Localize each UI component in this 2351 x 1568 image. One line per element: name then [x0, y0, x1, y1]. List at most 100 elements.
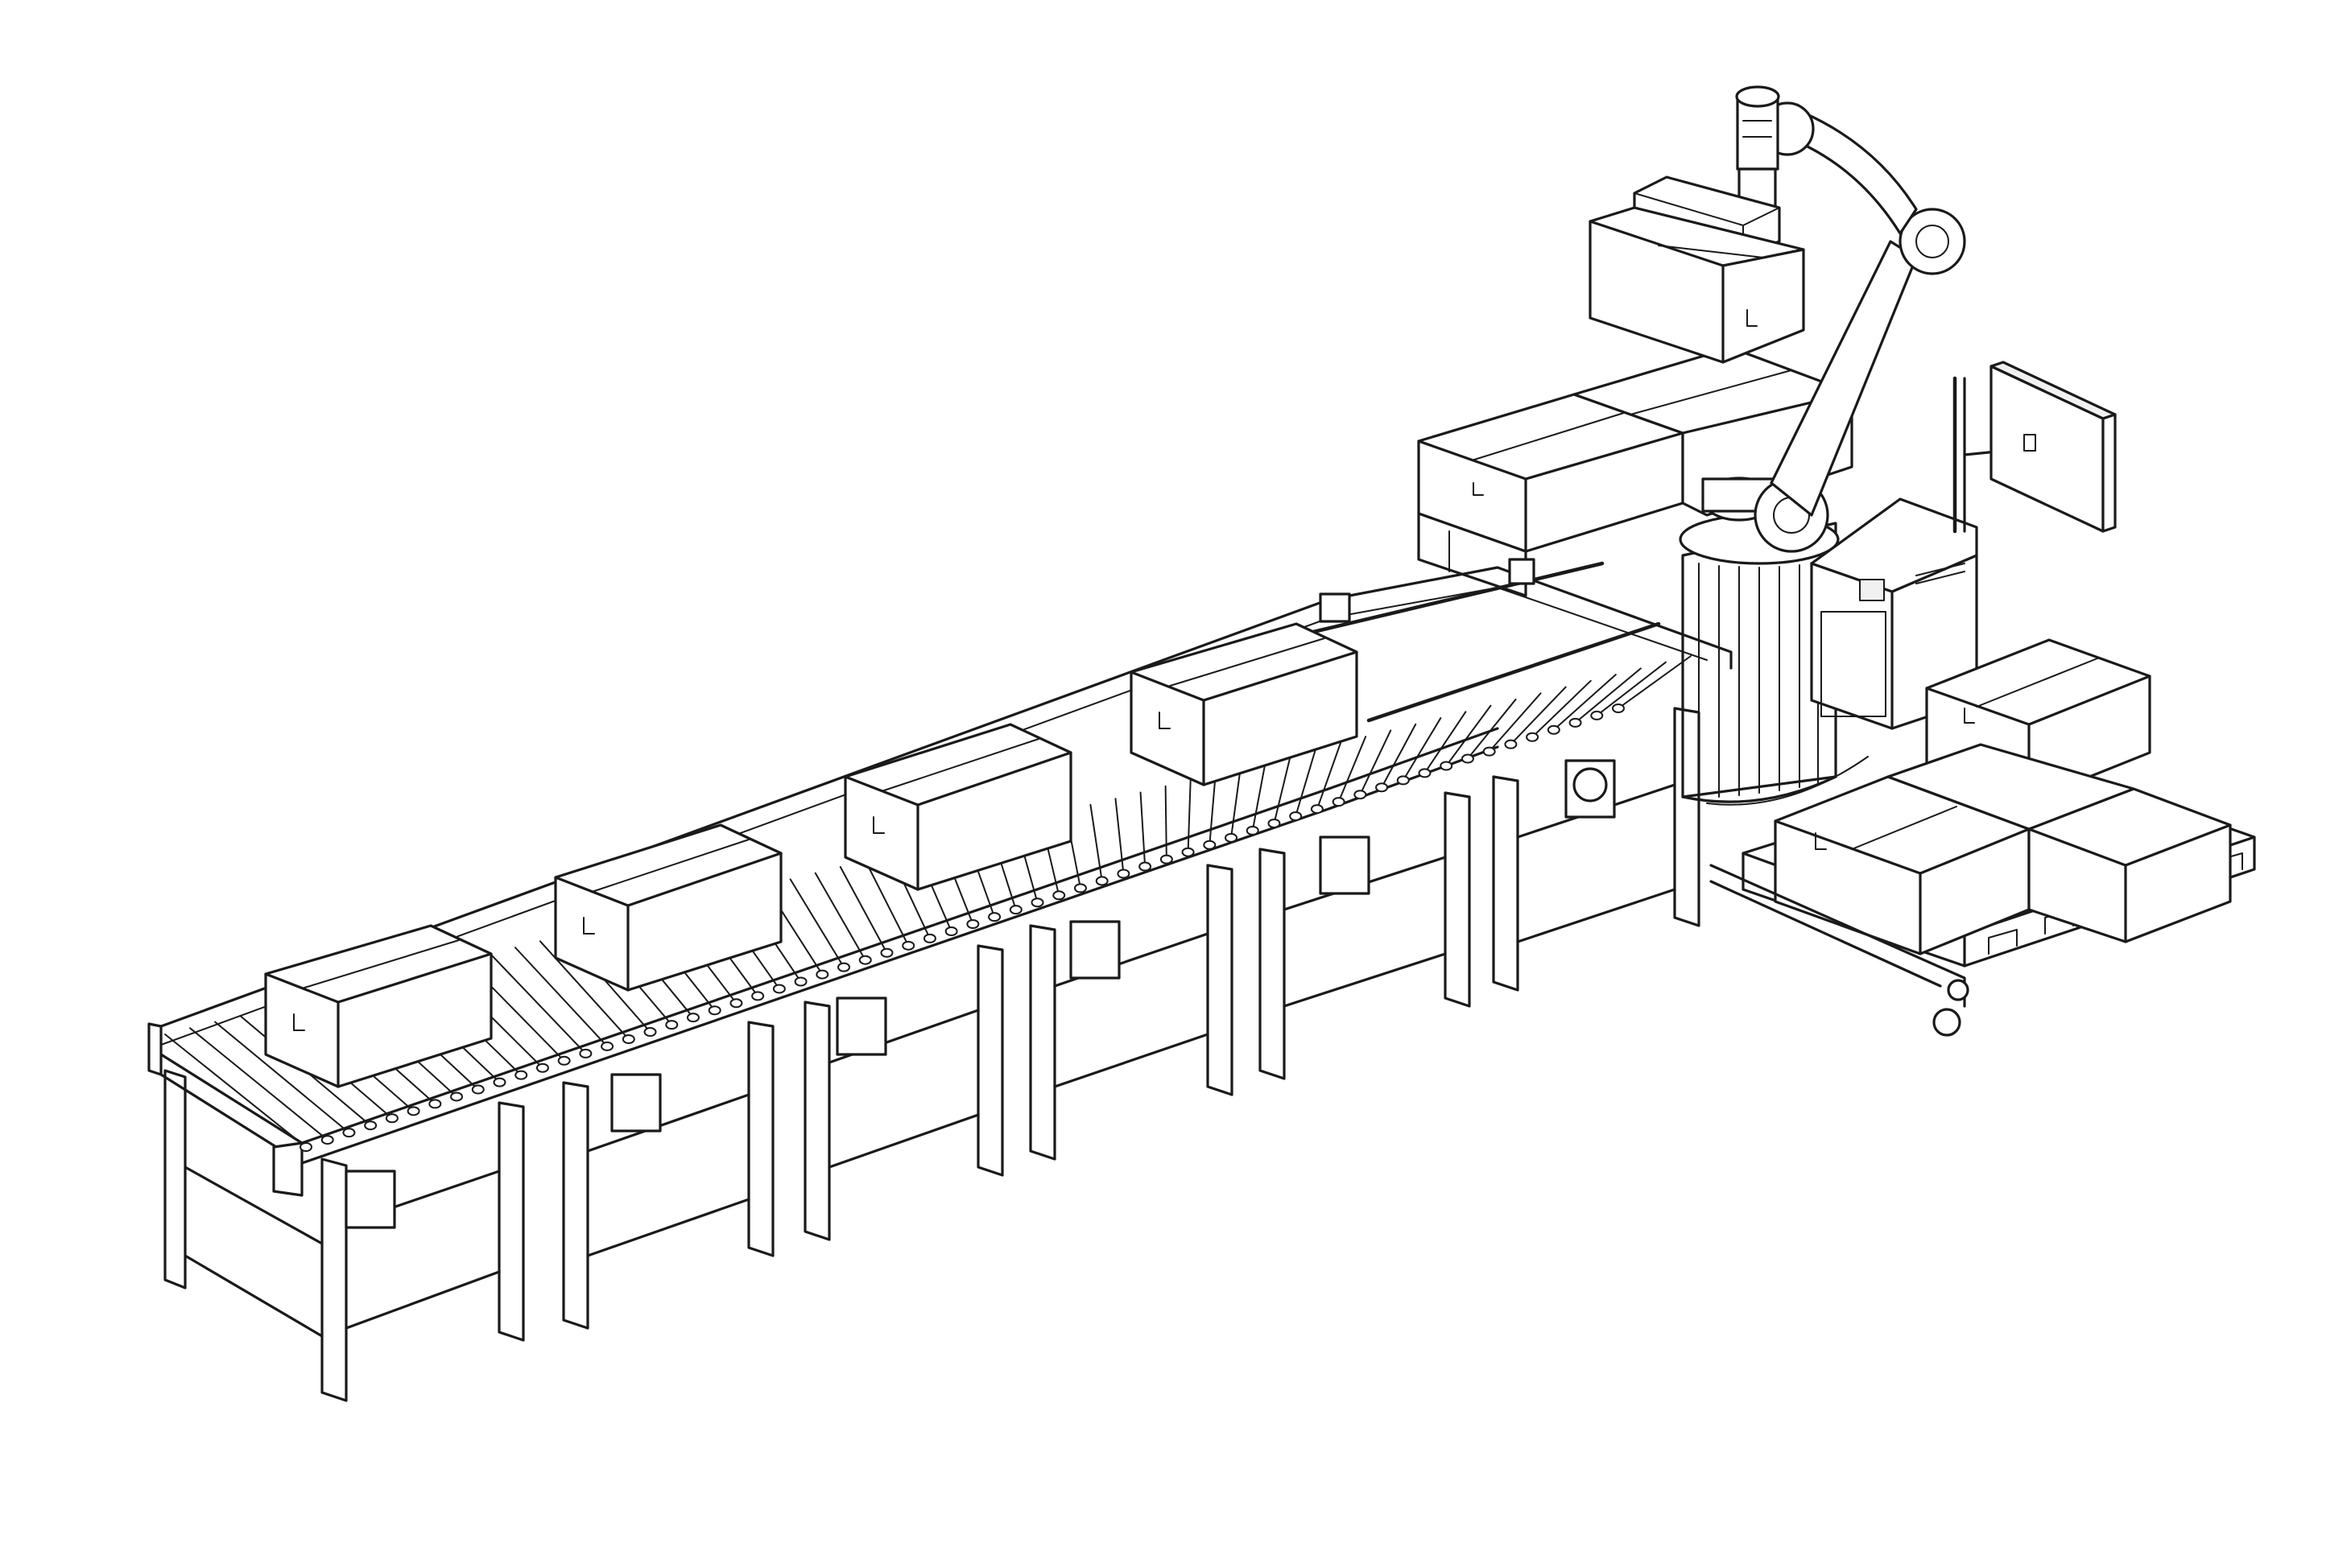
roller-end-cap — [407, 1106, 420, 1116]
conveyor-roller — [1445, 704, 1492, 767]
conveyor-roller — [1251, 760, 1266, 831]
roller-end-cap — [1138, 861, 1152, 872]
roller-end-cap — [1225, 832, 1238, 843]
roller-end-cap — [1117, 869, 1130, 879]
carton-on-conveyor-2 — [554, 823, 783, 992]
roller-end-cap — [622, 1034, 635, 1044]
conveyor-roller — [1402, 717, 1442, 782]
roller-end-cap — [364, 1120, 378, 1131]
roller-end-cap — [1568, 717, 1582, 728]
conveyor-roller — [1273, 754, 1291, 824]
roller-end-cap — [320, 1135, 334, 1145]
stacked-carton-back-3 — [1417, 512, 1527, 597]
conveyor-roller — [1618, 655, 1692, 709]
conveyor-roller — [1552, 674, 1617, 731]
carton-on-conveyor-3 — [844, 723, 1072, 891]
conveyor-roller — [864, 860, 910, 947]
roller-end-cap — [1418, 768, 1432, 778]
roller-end-cap — [1526, 732, 1539, 742]
pallet-load-lower — [1774, 743, 2232, 955]
roller-end-cap — [944, 926, 958, 936]
roller-end-cap — [1246, 825, 1259, 836]
roller-end-cap — [923, 933, 936, 943]
carton-on-conveyor-4 — [1130, 622, 1358, 786]
conveyor-roller — [1230, 766, 1242, 839]
roller-end-cap — [880, 947, 894, 958]
conveyor-roller — [1466, 698, 1517, 760]
roller-end-cap — [557, 1055, 571, 1066]
conveyor-roller — [1359, 729, 1392, 796]
roller-end-cap — [1440, 761, 1453, 771]
roller-end-cap — [493, 1077, 506, 1087]
conveyor-roller — [1423, 711, 1467, 774]
roller-end-cap — [1396, 775, 1410, 786]
roller-end-cap — [794, 976, 808, 987]
carton-held-by-gripper — [1589, 206, 1805, 364]
conveyor-roller — [789, 878, 845, 968]
roller-end-cap — [837, 962, 851, 972]
roller-end-cap — [450, 1091, 464, 1102]
roller-conveyor — [147, 566, 1733, 1197]
roller-end-cap — [1031, 897, 1044, 908]
roller-end-cap — [966, 919, 980, 930]
conveyor-rollers — [164, 655, 1692, 1152]
roller-end-cap — [1547, 724, 1560, 735]
guide-rail — [1294, 558, 1661, 723]
conveyor-roller — [189, 1027, 328, 1141]
leg-set-2 — [586, 1001, 831, 1257]
roller-end-cap — [708, 1005, 721, 1016]
pallet-base-frame — [1709, 864, 1969, 1037]
roller-end-cap — [858, 955, 872, 965]
conveyor-legs — [163, 707, 1700, 1402]
roller-end-cap — [1310, 804, 1324, 815]
roller-end-cap — [643, 1027, 657, 1038]
roller-end-cap — [514, 1070, 528, 1080]
conveyor-roller — [1381, 723, 1417, 789]
monitor — [1989, 361, 2117, 533]
conveyor-roller — [1139, 791, 1147, 868]
roller-end-cap — [471, 1084, 485, 1095]
carton-on-conveyor-1 — [264, 924, 493, 1088]
roller-end-cap — [1095, 876, 1109, 886]
conveyor-roller — [164, 1034, 307, 1148]
conveyor-roller — [839, 865, 888, 954]
roller-end-cap — [601, 1041, 614, 1051]
roller-end-cap — [1203, 840, 1217, 850]
leg-set-3 — [828, 924, 1056, 1177]
roller-end-cap — [1461, 753, 1474, 764]
roller-end-cap — [751, 991, 765, 1001]
roller-end-cap — [686, 1013, 700, 1023]
conveyor-roller — [489, 952, 587, 1054]
roller-end-cap — [1482, 746, 1496, 757]
roller-end-cap — [1504, 739, 1518, 749]
conveyor-roller — [214, 1021, 350, 1134]
conveyor-roller — [814, 872, 866, 961]
roller-end-cap — [535, 1063, 549, 1073]
conveyor-roller — [1596, 661, 1667, 716]
roller-end-cap — [1332, 797, 1345, 807]
roller-end-cap — [1267, 818, 1281, 828]
roller-end-cap — [300, 1142, 312, 1152]
conveyor-roller — [1510, 686, 1567, 745]
roller-end-cap — [385, 1113, 399, 1124]
roller-end-cap — [988, 912, 1002, 922]
roller-end-cap — [1289, 811, 1303, 822]
control-cabinet — [1810, 497, 1978, 730]
roller-end-cap — [1353, 790, 1367, 800]
roller-end-cap — [902, 940, 915, 951]
conveyor-roller — [1164, 785, 1167, 860]
conveyor-roller — [1089, 803, 1103, 882]
roller-end-cap — [1073, 883, 1087, 893]
roller-end-cap — [1159, 854, 1173, 864]
conveyor-roller — [1488, 692, 1542, 753]
conveyor-roller — [514, 947, 609, 1047]
roller-end-cap — [1375, 782, 1389, 793]
roller-end-cap — [1590, 710, 1604, 720]
roller-end-cap — [1612, 704, 1625, 713]
conveyor-roller — [1295, 748, 1317, 818]
conveyor-roller — [1114, 798, 1125, 875]
conveyor-roller — [1209, 773, 1217, 846]
conveyor-roller — [1337, 736, 1367, 803]
